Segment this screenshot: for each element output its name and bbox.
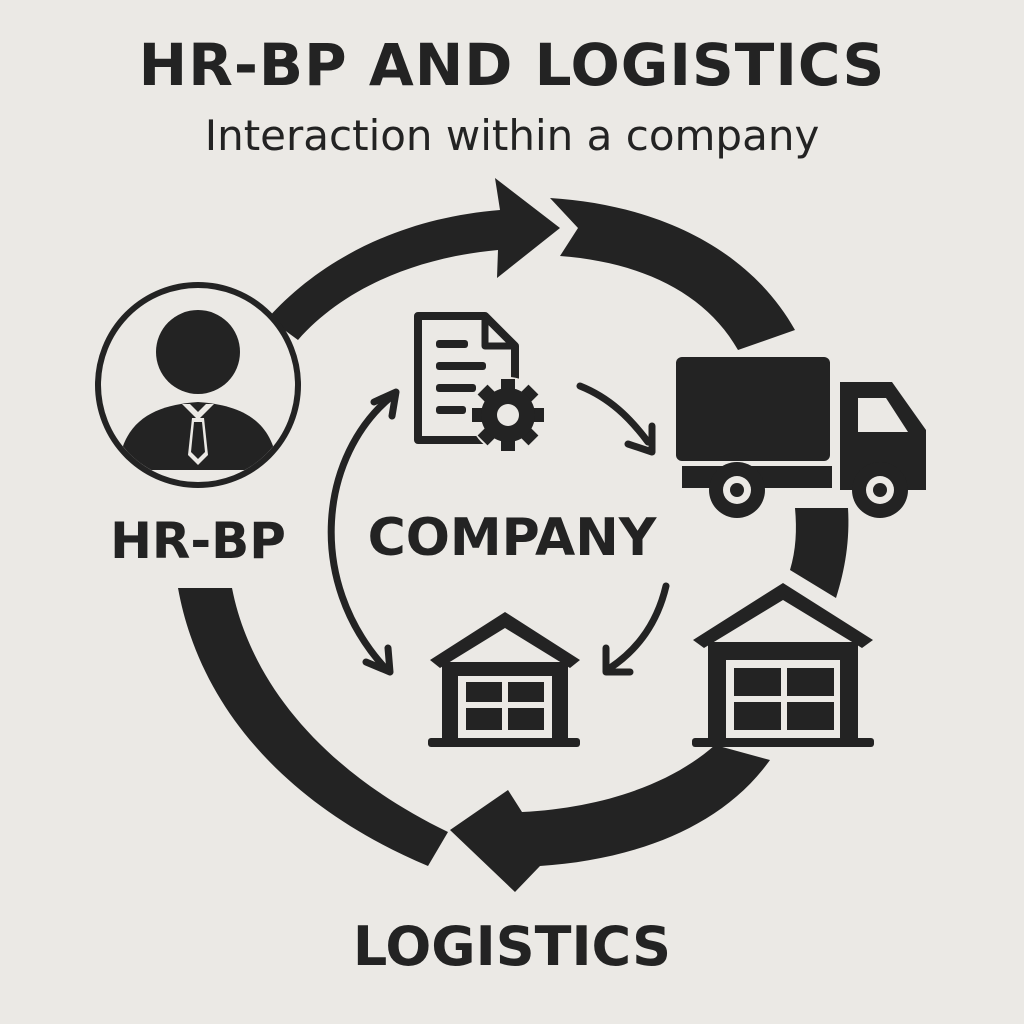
diagram-title: HR-BP AND LOGISTICS [138, 31, 886, 99]
logistics-label: LOGISTICS [353, 915, 671, 978]
outer-arrow-right-mid [790, 508, 849, 598]
inner-arrow-doc-warehouse-two-way [327, 388, 400, 676]
company-label: COMPANY [368, 508, 658, 568]
delivery-truck-icon [676, 357, 926, 518]
warehouse-icon-outer [692, 583, 874, 747]
hrbp-label: HR-BP [110, 512, 286, 570]
inner-arrow-doc-to-truck [576, 382, 656, 456]
outer-arrow-top [268, 178, 560, 340]
diagram-subtitle: Interaction within a company [204, 111, 820, 160]
warehouse-icon-inner [428, 612, 580, 747]
inner-arrow-truck-to-warehouse [602, 582, 670, 676]
person-in-suit-icon [95, 282, 301, 488]
outer-arrow-bottom [450, 745, 770, 892]
outer-arrow-left [178, 588, 448, 866]
document-gear-icon [414, 312, 546, 453]
outer-arrow-right [550, 198, 795, 350]
